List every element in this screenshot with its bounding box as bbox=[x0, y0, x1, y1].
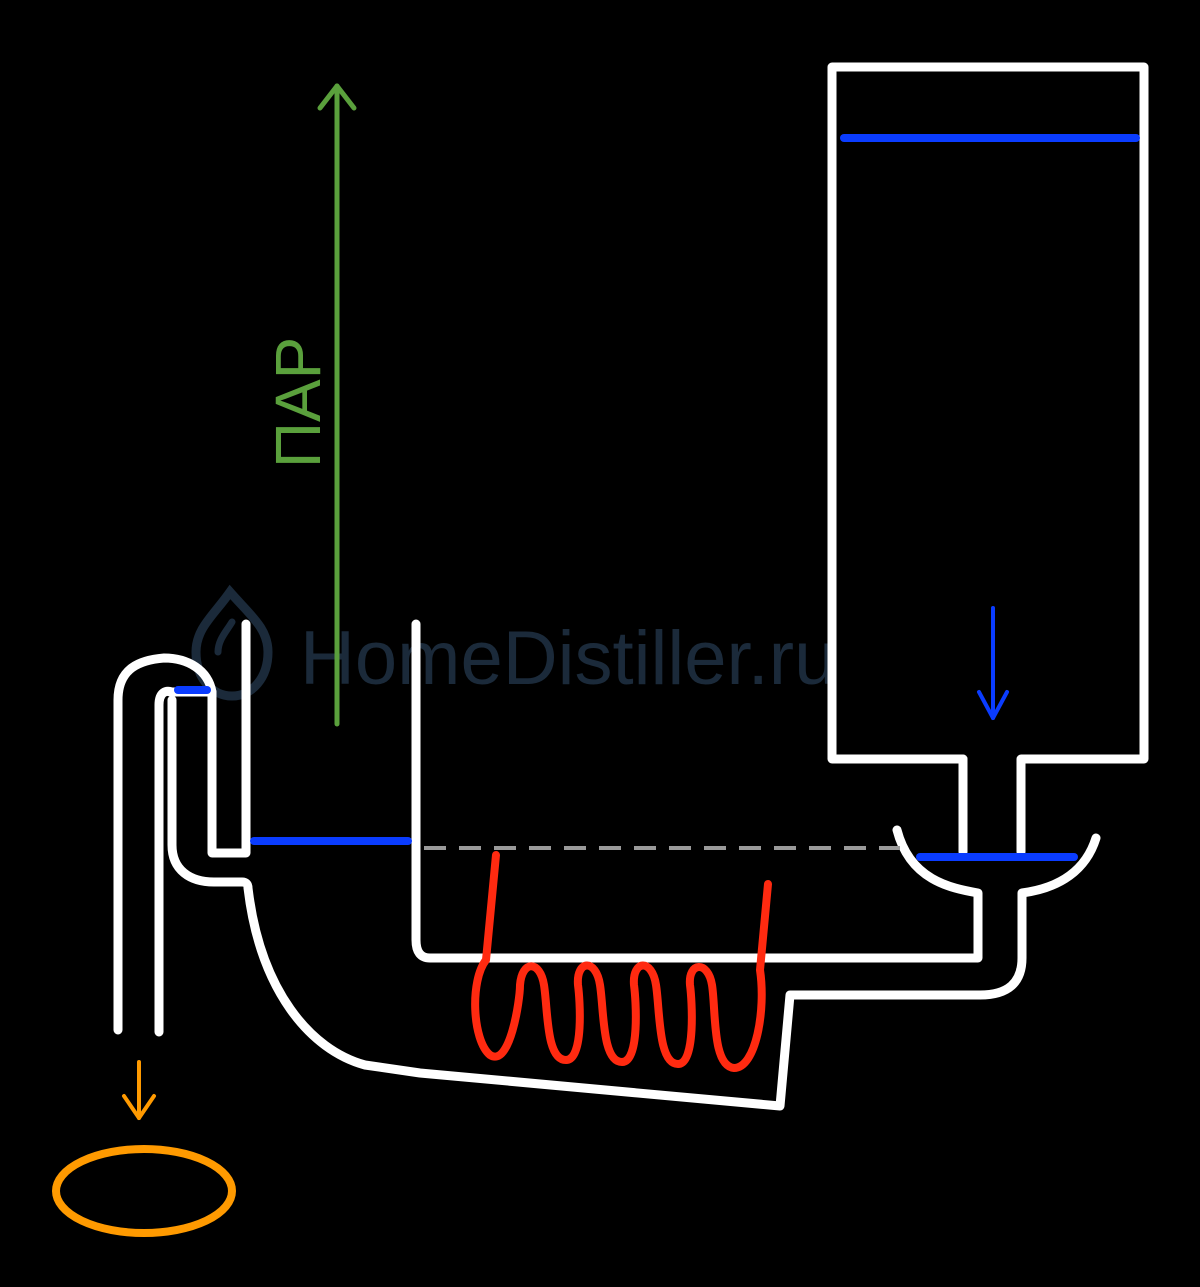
siphon-outlet bbox=[113, 619, 412, 1037]
arrow-up-icon bbox=[317, 83, 357, 111]
watermark-text: HomeDistiller.ru bbox=[300, 616, 836, 701]
ellipse-icon bbox=[52, 1145, 236, 1237]
steam-label: ПАР bbox=[262, 337, 334, 468]
feed-tank bbox=[827, 62, 1149, 857]
coil-icon bbox=[471, 851, 772, 1072]
arrow-down-icon bbox=[977, 690, 1009, 720]
drain bbox=[52, 1060, 236, 1237]
watermark: HomeDistiller.ru bbox=[191, 584, 836, 701]
drop-icon bbox=[191, 584, 273, 701]
steam-flow: ПАР bbox=[262, 83, 357, 727]
arrow-down-icon bbox=[122, 1094, 156, 1120]
float-bowl bbox=[167, 619, 1101, 1111]
